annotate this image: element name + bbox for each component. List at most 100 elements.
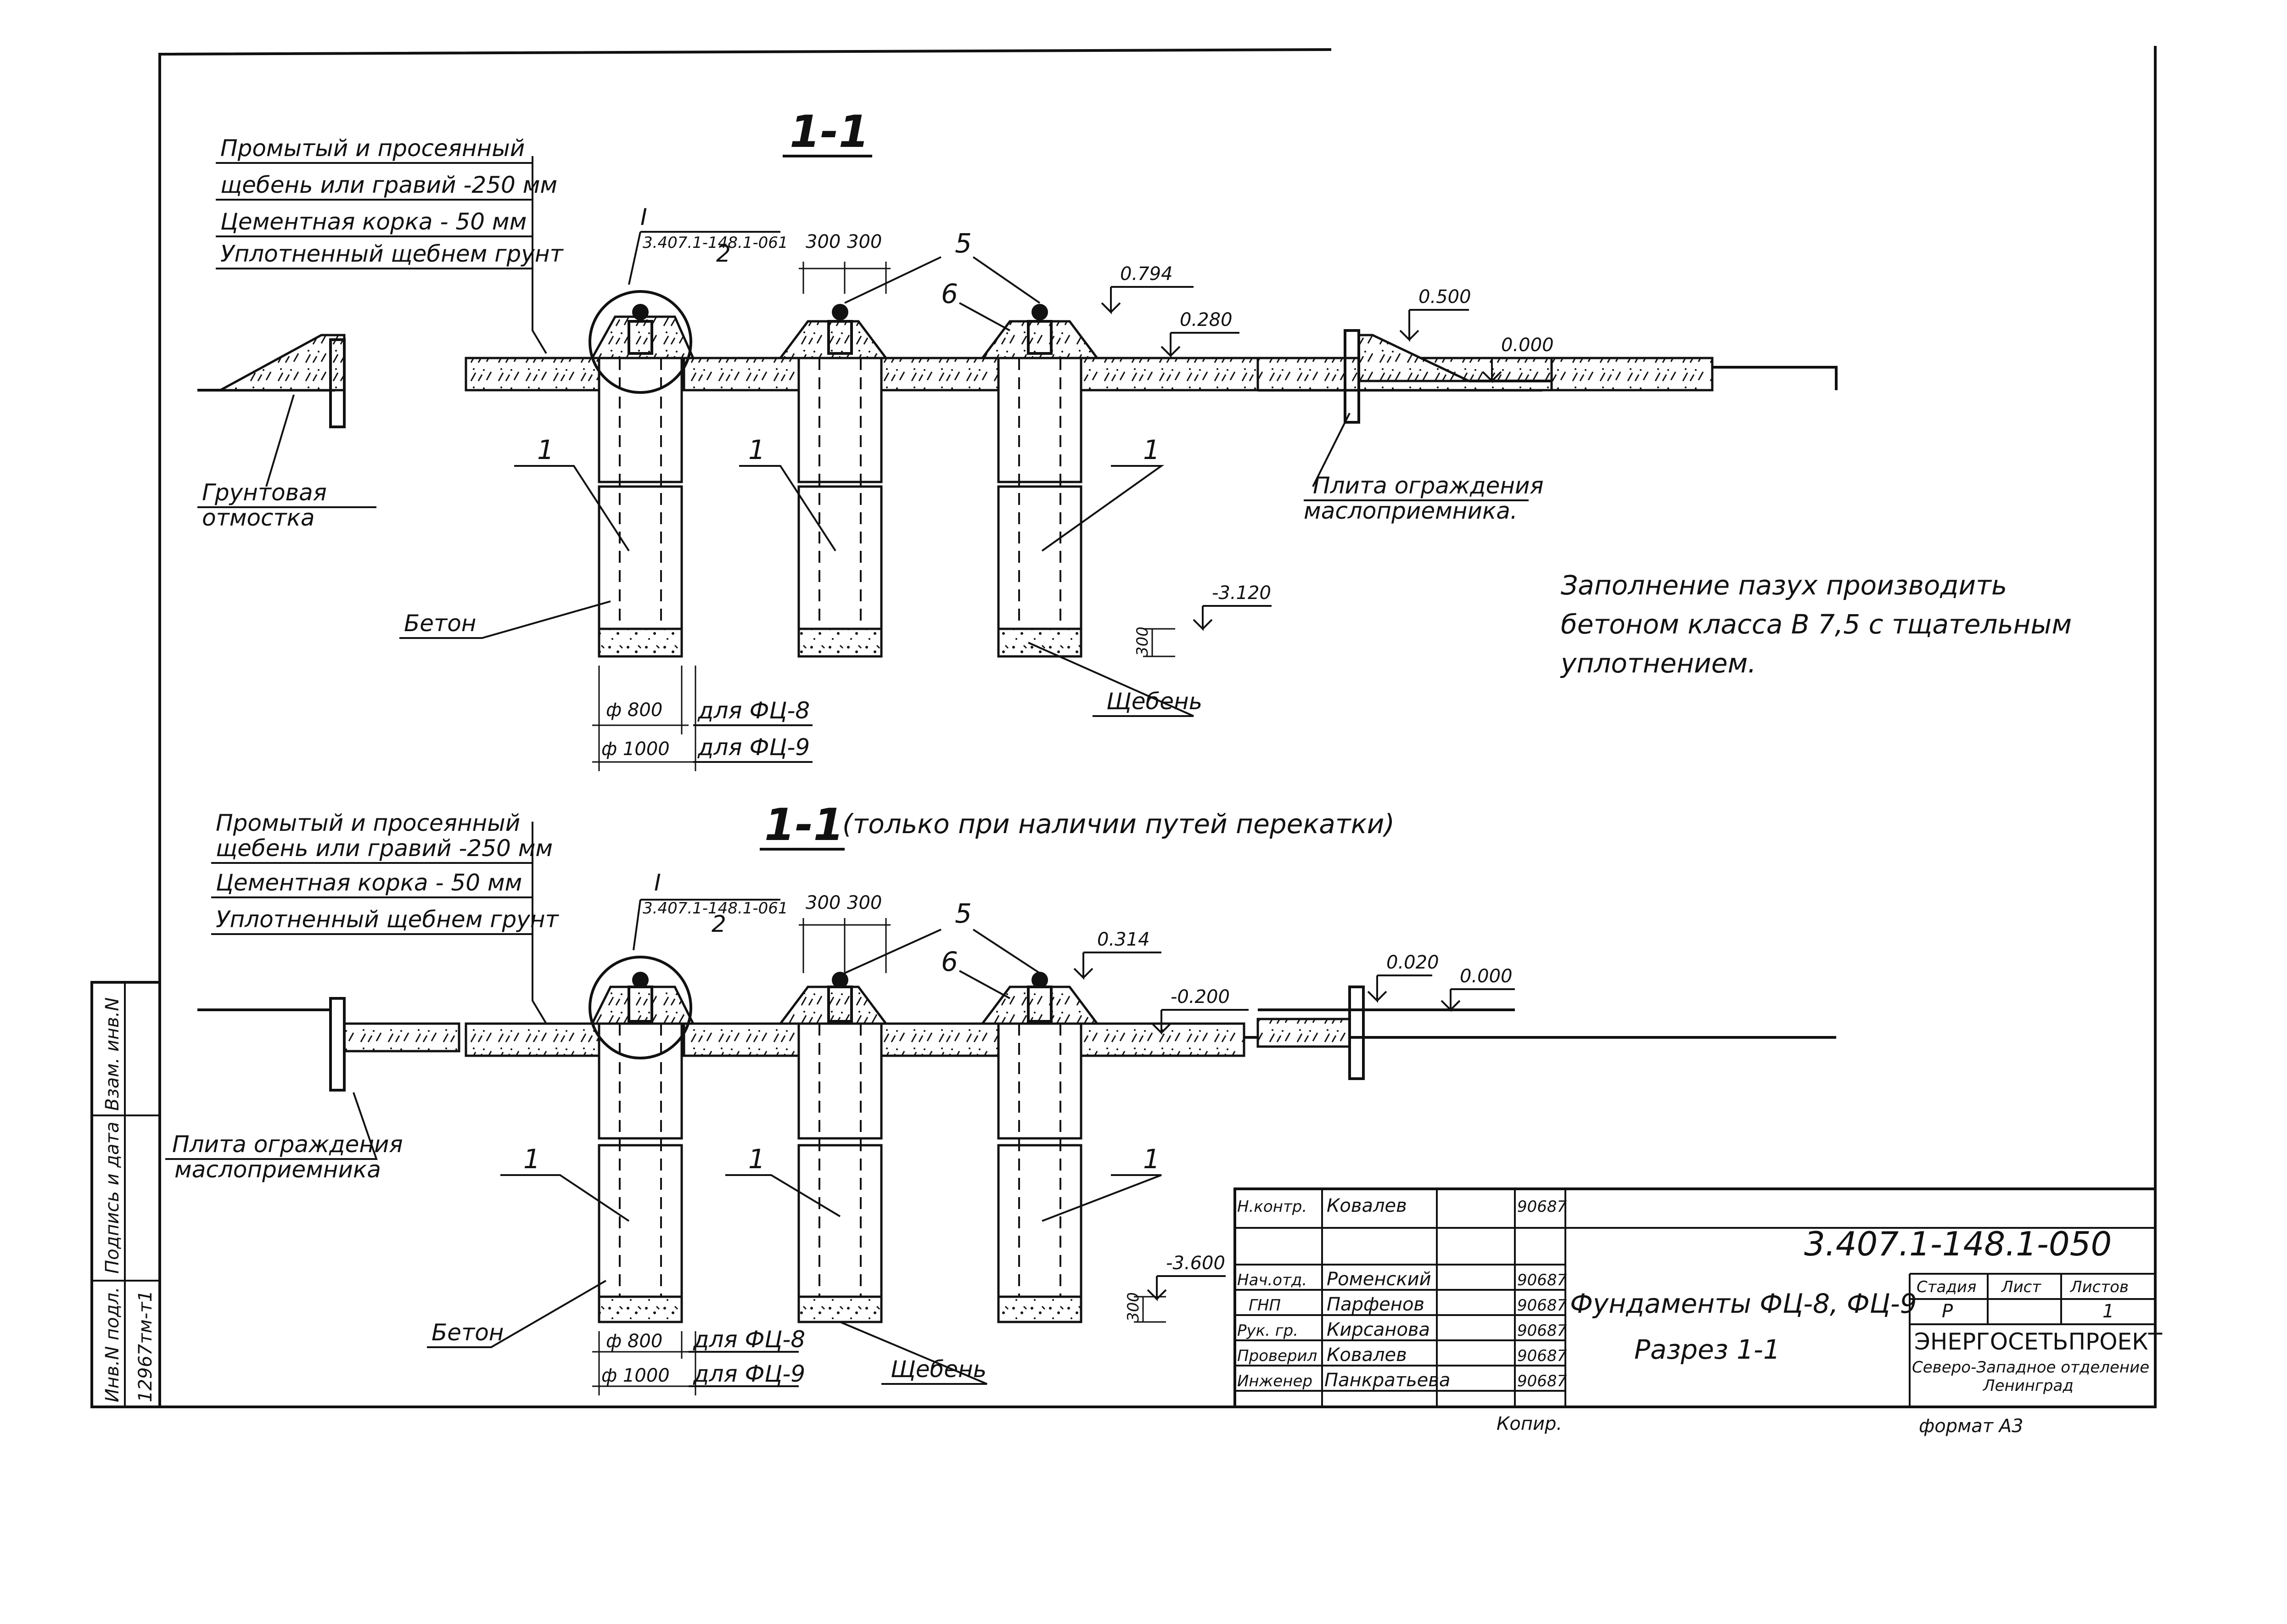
dim-b-300-a: 300 [806,892,841,913]
format-label: формат А3 [1919,1416,2024,1437]
elev-b-3: 0.020 [1386,952,1439,973]
dim-300-vertical: 300 [1133,627,1152,656]
label-1-b-c: 1 [1143,1143,1160,1175]
ref-doc-b: 3.407.1-148.1-061 [643,899,788,918]
org-name: ЭНЕРГОСЕТЬПРОЕКТ [1914,1328,2163,1355]
stage-header: Стадия [1917,1278,1976,1296]
section-top-title: 1-1 [790,106,869,157]
note: Заполнение пазух производить бетоном кла… [1560,570,2072,679]
dia-1000-for: для ФЦ-9 [697,734,810,761]
ground-blinding-label-2: отмостка [202,504,314,531]
dim-b-300-b: 300 [847,892,882,913]
pile-2 [778,304,888,658]
dia-b-800: ф 800 [606,1331,662,1352]
tb-date-3: 90687 [1517,1322,1567,1340]
dia-b-1000-for: для ФЦ-9 [693,1361,805,1387]
tb-name-5: Панкратьева [1324,1370,1450,1391]
tb-date-5: 90687 [1517,1372,1567,1390]
side-stamp: Инв.N подл. Подпись и дата Взам. инв.N 1… [90,981,161,1408]
elevation-marks: 0.794 0.280 0.500 0.000 -3.120 [1101,263,1556,631]
pile-3 [980,304,1099,658]
plate-right [1344,329,1360,424]
dim-b-300-vertical: 300 [1124,1292,1143,1322]
label-2-b: 2 [712,911,726,937]
note-line-2: бетоном класса В 7,5 с тщательным [1561,609,2072,640]
slab-left [465,357,600,392]
tb-role-4: Проверил [1237,1347,1317,1365]
label-1-b: 1 [748,434,765,465]
stage-value: Р [1942,1301,1953,1322]
tb-date-0: 90687 [1517,1198,1567,1216]
stamp-replace-label: Взам. инв.N [102,997,123,1111]
section-bottom-note: (только при наличии путей перекатки) [842,808,1395,840]
elevation-marks-b: 0.314 -0.200 0.020 0.000 -3.600 [1073,929,1515,1301]
label-1-b-a: 1 [523,1143,540,1175]
label-1-a: 1 [537,434,554,465]
ref-mark: I [640,204,647,230]
tb-name-2: Парфенов [1327,1294,1424,1315]
ground-blinding-left [219,334,346,392]
plate-label-1: Плита ограждения [1313,472,1544,499]
dia-1000: ф 1000 [601,739,670,760]
dim-300-b: 300 [847,231,882,252]
tb-role-5: Инженер [1237,1372,1312,1390]
dia-b-1000: ф 1000 [601,1365,670,1386]
elev-2: 0.280 [1180,309,1233,330]
elev-b-2: -0.200 [1171,986,1230,1008]
dia-800: ф 800 [606,700,662,721]
layer-line-1: Промытый и просеянный [220,135,525,162]
tb-role-2: ГНП [1249,1296,1281,1315]
copy-label: Копир. [1497,1413,1562,1434]
ref-mark-b: I [654,869,661,896]
plate-b-label-1: Плита ограждения [172,1131,403,1158]
tb-name-1: Роменский [1327,1269,1431,1290]
layer-line-2: щебень или гравий -250 мм [220,172,557,198]
tb-name-3: Кирсанова [1327,1319,1430,1340]
pile-b-2 [778,972,888,1323]
label-1-b-b: 1 [748,1143,765,1175]
title-block: 3.407.1-148.1-050 Н.контр. Ковалев 90687… [1233,1187,2163,1437]
note-line-3: уплотнением. [1560,648,1756,679]
elev-b-5: -3.600 [1166,1253,1225,1274]
layer-b-line-4: Уплотненный щебнем грунт [216,906,560,933]
tb-date-2: 90687 [1517,1296,1567,1315]
plate-label-2: маслоприемника. [1304,498,1518,524]
tb-date-1: 90687 [1517,1271,1567,1289]
tb-name-4: Ковалев [1327,1344,1407,1366]
elev-b-1: 0.314 [1097,929,1150,950]
dia-b-800-for: для ФЦ-8 [693,1326,805,1353]
elev-1: 0.794 [1120,263,1173,285]
sheet-header: Лист [2001,1278,2041,1296]
drawing-code: 3.407.1-148.1-050 [1804,1225,2112,1263]
label-6: 6 [941,278,958,309]
label-1-c: 1 [1143,434,1160,465]
layer-b-line-3: Цементная корка - 50 мм [216,869,522,896]
elev-b-4: 0.000 [1460,966,1513,987]
layer-callout-bottom: Промытый и просеянный щебень или гравий … [211,810,560,1025]
tb-role-0: Н.контр. [1237,1198,1307,1216]
ground-blinding-label-1: Грунтовая [202,479,327,506]
pile-b-3 [980,972,1099,1323]
elev-3: 0.500 [1418,286,1471,308]
section-bottom: 1-1 (только при наличии путей перекатки)… [165,799,1836,1395]
label-5-b: 5 [955,898,972,929]
section-top: 1-1 Промытый и просеянный щебень или гра… [197,106,1838,771]
concrete-label: Бетон [404,610,476,637]
gravel-label: Щебень [1106,688,1202,715]
tb-date-4: 90687 [1517,1347,1567,1365]
layer-line-4: Уплотненный щебнем грунт [220,241,564,267]
dia-800-for: для ФЦ-8 [697,697,810,724]
tb-role-1: Нач.отд. [1237,1271,1307,1289]
sheets-header: Листов [2069,1278,2129,1296]
title-line-2: Разрез 1-1 [1634,1334,1780,1365]
label-6-b: 6 [941,946,958,977]
layer-b-line-1: Промытый и просеянный [216,810,520,836]
plate-right-b [1348,986,1365,1080]
org-city: Ленинград [1982,1377,2074,1395]
label-2: 2 [716,241,731,267]
pile-1 [589,290,695,658]
elev-5: -3.120 [1212,582,1271,604]
plate-b-label-2: маслоприемника [174,1156,381,1183]
plate-left-b [329,997,346,1092]
pile-b-1 [589,956,695,1323]
